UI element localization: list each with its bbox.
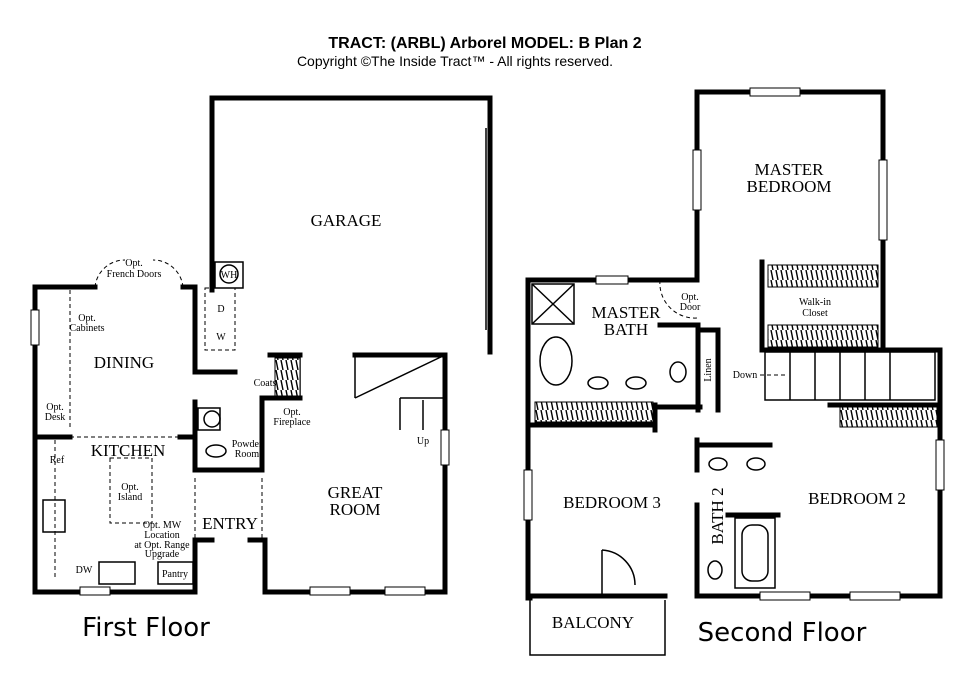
note-cabinets: Opt. (78, 313, 96, 324)
note-washer: W (216, 332, 226, 343)
second-floor-label: Second Floor (698, 618, 867, 648)
note-opt-door-line2: Door (680, 302, 701, 313)
note-walk-in-closet: Walk-in (799, 297, 831, 308)
note-island: Opt. (121, 482, 139, 493)
note-walk-in-closet-line2: Closet (802, 308, 828, 319)
note-ref: Ref (50, 455, 65, 466)
note-mw-line2: Location (144, 530, 180, 541)
note-dryer: D (217, 304, 224, 315)
note-mw-line4: Upgrade (145, 549, 180, 560)
room-garage: GARAGE (311, 211, 382, 230)
room-kitchen: KITCHEN (91, 441, 166, 460)
room-master-bath: MASTER (592, 303, 662, 322)
room-great-room-line2: ROOM (329, 500, 380, 519)
second-floor-labels: MASTER BEDROOM MASTER BATH BEDROOM 3 BED… (552, 160, 906, 648)
plan-title: TRACT: (ARBL) Arborel MODEL: B Plan 2 (328, 35, 641, 52)
note-coats: Coats (254, 378, 277, 389)
room-bedroom-2: BEDROOM 2 (808, 489, 906, 508)
room-master-bedroom: MASTER (755, 160, 825, 179)
note-linen: Linen (703, 358, 714, 381)
note-powder-room-line2: Room (235, 449, 260, 460)
note-island-line2: Island (118, 492, 142, 503)
note-cabinets-line2: Cabinets (70, 323, 105, 334)
room-balcony: BALCONY (552, 613, 634, 632)
note-down: Down (733, 370, 757, 381)
copyright: Copyright ©The Inside Tract™ - All right… (297, 53, 613, 69)
room-entry: ENTRY (202, 514, 258, 533)
note-opt-door: Opt. (681, 292, 699, 303)
room-bedroom-3: BEDROOM 3 (563, 493, 661, 512)
first-floor-walls (30, 95, 493, 596)
first-floor-labels: GARAGE DINING KITCHEN GREAT ROOM ENTRY O… (45, 211, 429, 643)
first-floor-label: First Floor (82, 613, 210, 643)
note-desk-line2: Desk (45, 412, 66, 423)
note-french-doors: Opt. (125, 258, 143, 269)
second-floor-walls (523, 87, 945, 656)
room-great-room: GREAT (328, 483, 383, 502)
note-powder-room: Powder (232, 439, 263, 450)
note-mw: Opt. MW (143, 520, 182, 531)
note-dw: DW (76, 565, 93, 576)
note-desk: Opt. (46, 402, 64, 413)
note-fireplace: Opt. (283, 407, 301, 418)
note-pantry: Pantry (162, 569, 188, 580)
note-french-doors-line2: French Doors (107, 269, 162, 280)
room-bath-2: BATH 2 (708, 487, 727, 544)
note-mw-line3: at Opt. Range (134, 540, 190, 551)
note-water-heater: WH (221, 270, 238, 281)
room-master-bedroom-line2: BEDROOM (746, 177, 831, 196)
room-master-bath-line2: BATH (604, 320, 648, 339)
room-dining: DINING (94, 353, 154, 372)
note-up: Up (417, 436, 429, 447)
note-fireplace-line2: Fireplace (273, 417, 311, 428)
